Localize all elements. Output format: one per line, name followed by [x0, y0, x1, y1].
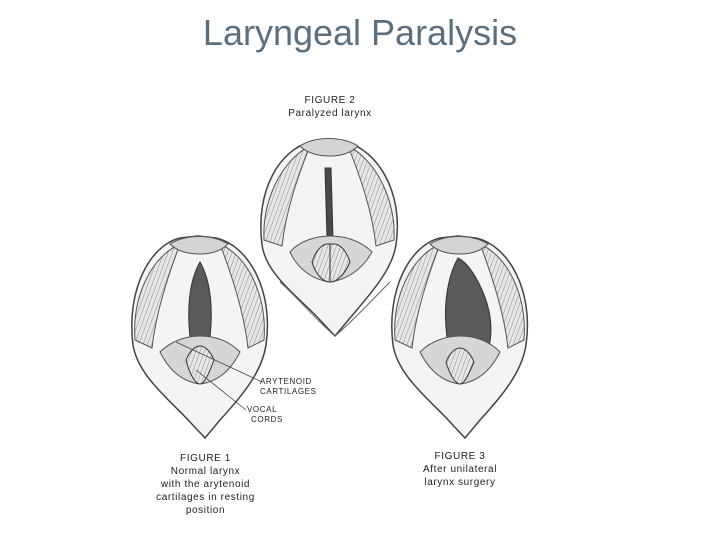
vocal-cords-label: VOCAL CORDS — [247, 405, 283, 425]
figure-1-line-3: cartilages in resting — [156, 492, 255, 503]
figure-1-heading: FIGURE 1 — [180, 453, 231, 464]
figure-1-line-1: Normal larynx — [170, 466, 241, 477]
arytenoid-label-line-2: CARTILAGES — [260, 387, 317, 396]
figure-3-caption: FIGURE 3 After unilateral larynx surgery — [400, 450, 520, 489]
figure-1-line-4: position — [185, 505, 226, 516]
figure-2-text: Paralyzed larynx — [288, 108, 372, 119]
figure-1-larynx-drawing — [131, 235, 269, 440]
slide-title: Laryngeal Paralysis — [202, 12, 518, 53]
arytenoid-label-line-1: ARYTENOID — [260, 377, 312, 386]
figure-2-caption: FIGURE 2 Paralyzed larynx — [270, 94, 390, 120]
figure-3-line-2: larynx surgery — [424, 477, 496, 488]
figure-3-larynx-drawing — [391, 235, 529, 440]
vocal-cords-label-line-1: VOCAL — [247, 405, 278, 414]
figure-3-line-1: After unilateral — [422, 464, 498, 475]
arytenoid-label: ARYTENOID CARTILAGES — [260, 377, 317, 397]
figure-2-heading: FIGURE 2 — [304, 95, 356, 106]
vocal-cords-label-line-2: CORDS — [251, 415, 283, 424]
figure-3-heading: FIGURE 3 — [434, 451, 486, 462]
figure-1-line-2: with the arytenoid — [160, 479, 251, 490]
figure-1-caption: FIGURE 1 Normal larynx with the arytenoi… — [128, 452, 283, 517]
figure-2-larynx-drawing — [260, 138, 399, 338]
